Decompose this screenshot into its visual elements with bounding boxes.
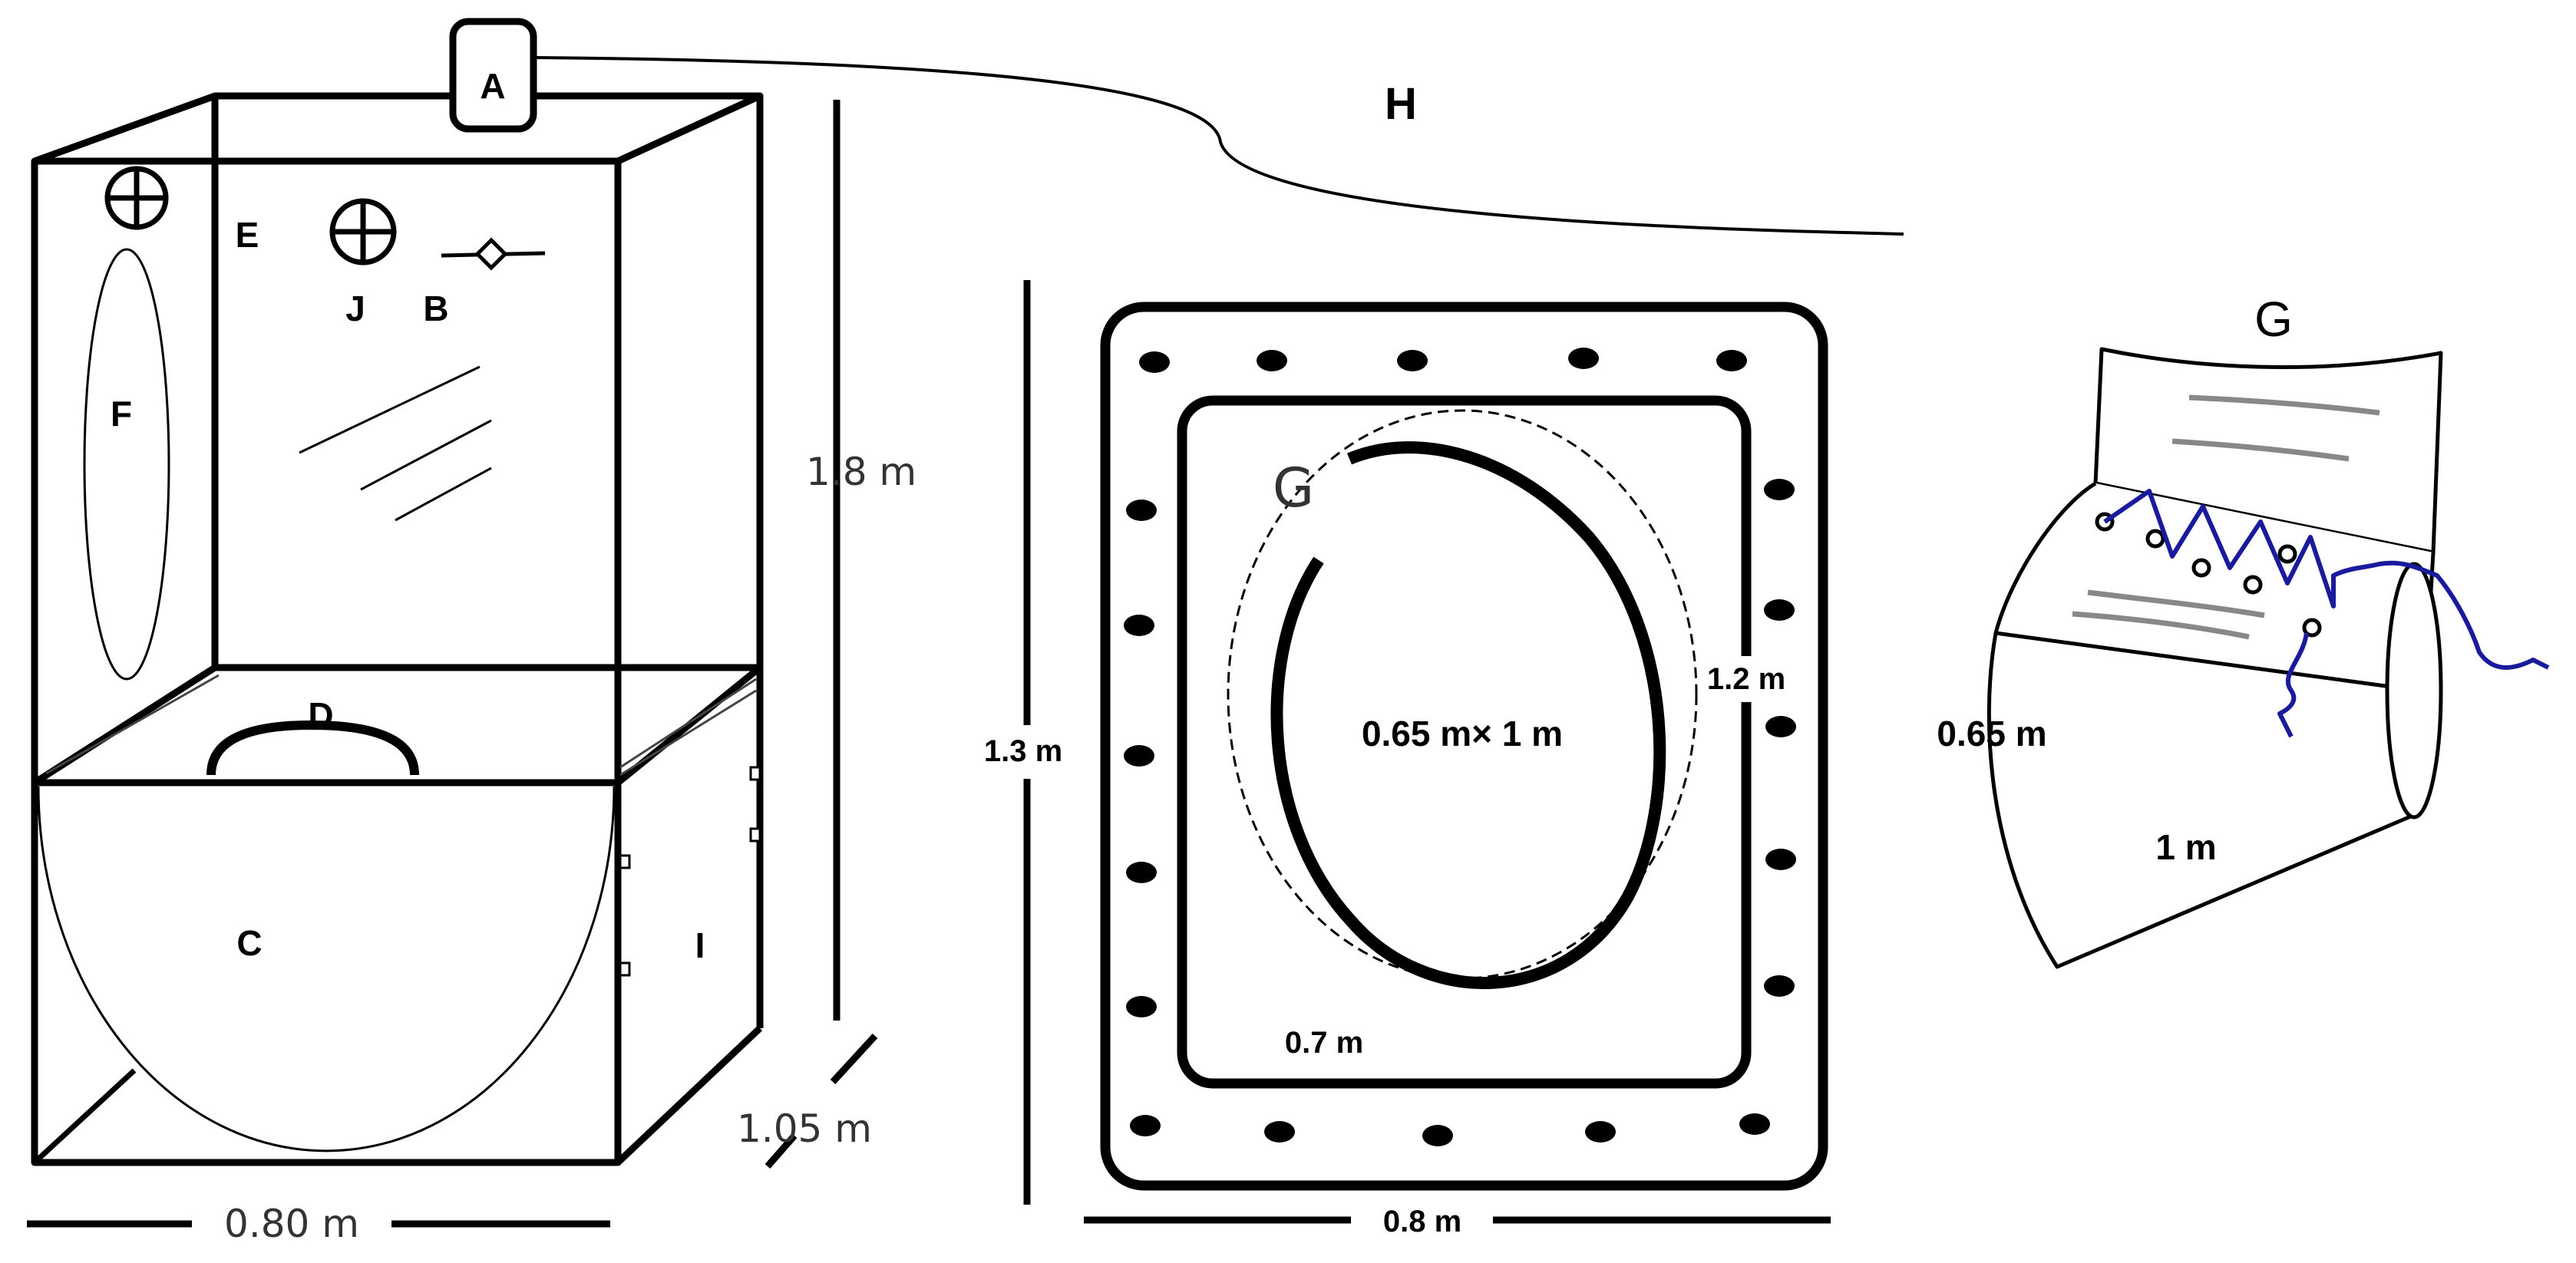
bolt-hole xyxy=(1130,1115,1161,1136)
panel-inner-frame xyxy=(1177,395,1752,1089)
sleeve-length-label: 1 m xyxy=(2155,827,2216,867)
bolt-hole xyxy=(1139,351,1170,373)
bolt-hole xyxy=(1422,1125,1453,1146)
panel-width-label: 0.8 m xyxy=(1383,1205,1461,1238)
bolt-hole xyxy=(1264,1121,1295,1143)
panel xyxy=(1100,302,1828,1191)
panel-label-g: G xyxy=(1273,457,1314,519)
label-e: E xyxy=(236,215,259,255)
sleeve-label-g: G xyxy=(2254,292,2293,347)
label-i: I xyxy=(695,925,705,965)
shelf-detail xyxy=(45,674,757,777)
bolt-hole xyxy=(1765,849,1796,870)
cabinet-shelf-right xyxy=(616,664,762,786)
width-label: 0.80 m xyxy=(224,1202,359,1246)
sleeve-lace xyxy=(2103,489,2550,738)
bolt-hole xyxy=(1739,1113,1770,1135)
part-d-arch xyxy=(206,720,419,776)
label-j: J xyxy=(345,289,365,328)
bolt-hole xyxy=(1397,350,1428,371)
bolt-hole xyxy=(1716,350,1747,371)
bolt-hole xyxy=(1568,348,1599,369)
label-h: H xyxy=(1385,79,1417,129)
panel-inner-width-label: 0.7 m xyxy=(1285,1026,1363,1060)
bolt-hole xyxy=(1764,599,1795,621)
cabinet-front-right-bottom xyxy=(615,1025,763,1166)
bolt-hole xyxy=(1126,996,1157,1017)
sleeve-end-ring xyxy=(2385,562,2443,819)
sleeve-shading xyxy=(2072,394,2380,640)
panel-inner-height-label-bg xyxy=(1700,656,1796,702)
panel-opening-label: 0.65 m× 1 m xyxy=(1362,714,1563,754)
sleeve-eyelets xyxy=(2095,512,2322,638)
sleeve-body xyxy=(1986,481,2436,969)
panel-bolt-holes xyxy=(1124,348,1796,1146)
depth-dim-line-bottom xyxy=(765,1133,798,1169)
side-hinges xyxy=(619,766,761,977)
bolt-hole xyxy=(1124,615,1154,636)
depth-dim-line-top xyxy=(830,1033,878,1085)
label-c: C xyxy=(236,923,262,963)
bolt-hole xyxy=(1124,745,1154,767)
label-b: B xyxy=(423,289,448,328)
glass-reflection xyxy=(299,365,492,522)
label-d: D xyxy=(308,695,333,735)
cabinet-bottom-left xyxy=(32,1068,137,1165)
bolt-hole xyxy=(1764,479,1795,500)
depth-label: 1.05 m xyxy=(737,1106,872,1151)
label-a: A xyxy=(480,66,505,106)
panel-height-label: 1.3 m xyxy=(984,734,1062,768)
bolt-hole xyxy=(1765,716,1796,737)
sleeve xyxy=(1986,347,2443,969)
cabinet-dimensions xyxy=(27,100,878,1228)
bolt-hole xyxy=(1126,862,1157,883)
bolt-hole xyxy=(1764,975,1795,997)
label-f: F xyxy=(111,394,132,434)
cabinet xyxy=(31,92,764,1166)
bolt-hole xyxy=(1126,500,1157,521)
part-f-ellipse xyxy=(83,248,170,681)
panel-outer-frame xyxy=(1100,302,1828,1191)
bolt-hole xyxy=(1585,1121,1616,1143)
part-a-box xyxy=(449,18,537,133)
sleeve-circumference-label: 0.65 m xyxy=(1937,714,2046,754)
panel-opening xyxy=(1270,441,1666,990)
part-c-bag xyxy=(37,786,616,1153)
height-label: 1.8 m xyxy=(806,450,916,494)
part-b-sensor xyxy=(441,237,546,271)
panel-height-label-bg xyxy=(966,725,1081,779)
cabinet-front-face xyxy=(31,157,622,1166)
panel-inner-height-label: 1.2 m xyxy=(1707,662,1785,696)
cabinet-back-top xyxy=(33,92,764,165)
sleeve-crease xyxy=(1995,631,2392,689)
part-h-cable xyxy=(533,56,1904,236)
crosshair-icons xyxy=(104,166,397,265)
bolt-hole xyxy=(1257,350,1287,371)
